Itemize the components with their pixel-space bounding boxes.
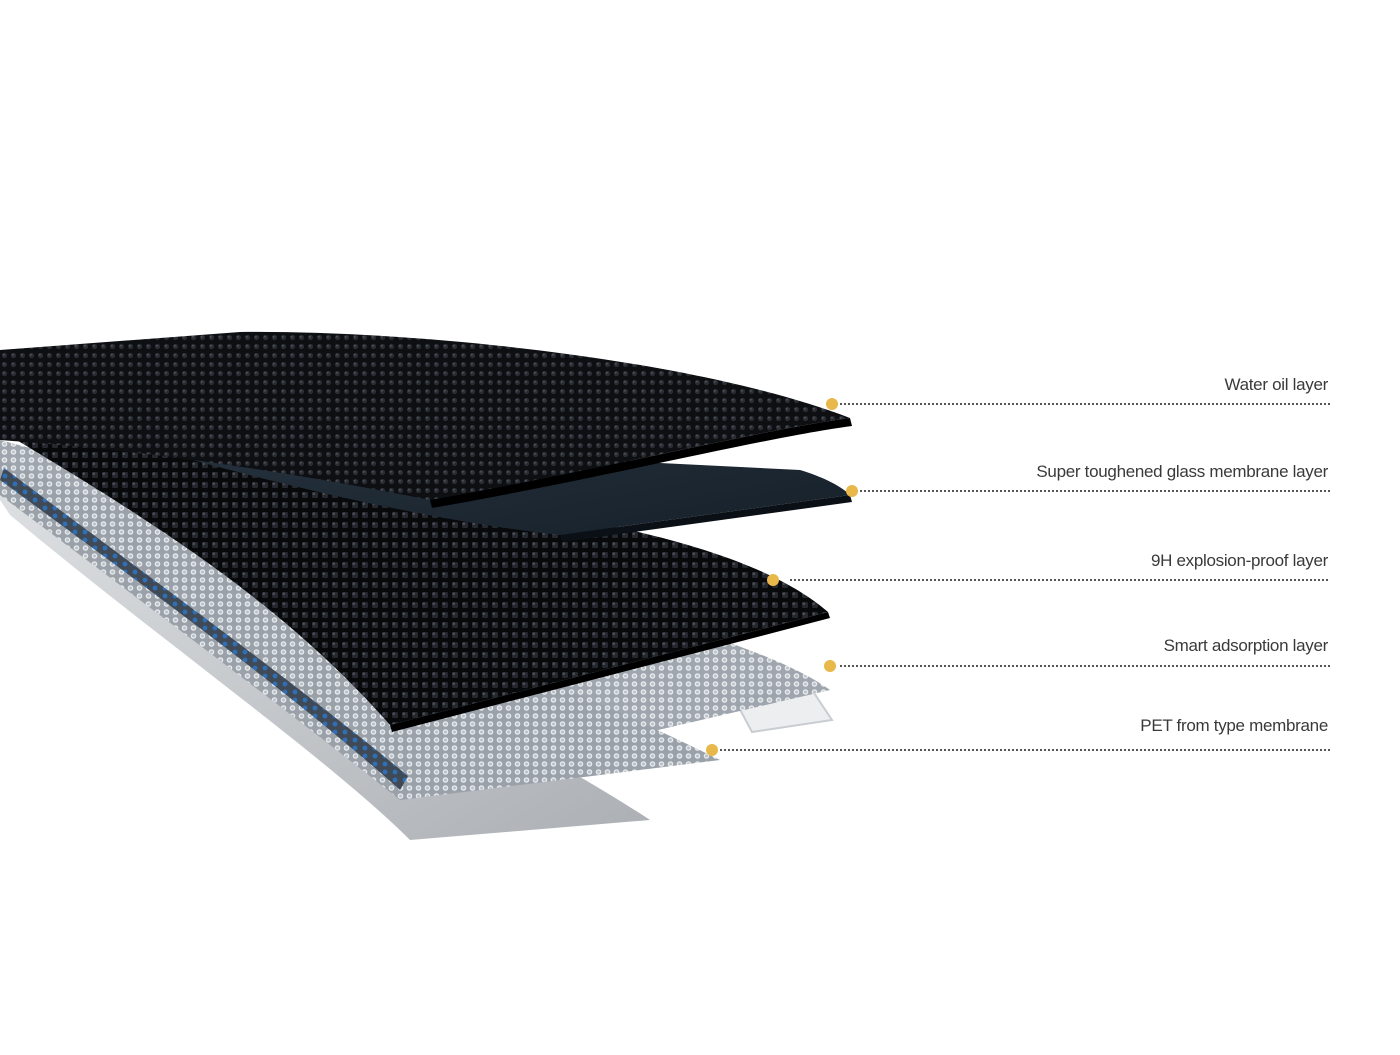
label-water-oil-layer: Water oil layer xyxy=(1224,375,1328,394)
label-smart-adsorption-layer: Smart adsorption layer xyxy=(1163,636,1329,655)
explosion-proof-edge xyxy=(390,612,830,732)
label-glass-membrane-layer: Super toughened glass membrane layer xyxy=(1036,462,1328,481)
leader-lines xyxy=(720,403,1330,751)
water-oil-edge xyxy=(430,418,852,508)
glass-membrane-edge xyxy=(560,495,852,542)
marker-explosion-proof xyxy=(767,574,779,586)
layer-markers xyxy=(706,398,858,756)
explosion-proof-sheet xyxy=(0,410,828,725)
label-pet-membrane: PET from type membrane xyxy=(1140,716,1328,735)
water-oil-sheet xyxy=(0,331,850,500)
marker-adsorption xyxy=(824,660,836,672)
marker-glass xyxy=(846,485,858,497)
marker-water-oil xyxy=(826,398,838,410)
marker-pet xyxy=(706,744,718,756)
label-explosion-proof-layer: 9H explosion-proof layer xyxy=(1150,551,1328,570)
smart-adsorption-blue-edge xyxy=(0,468,408,790)
